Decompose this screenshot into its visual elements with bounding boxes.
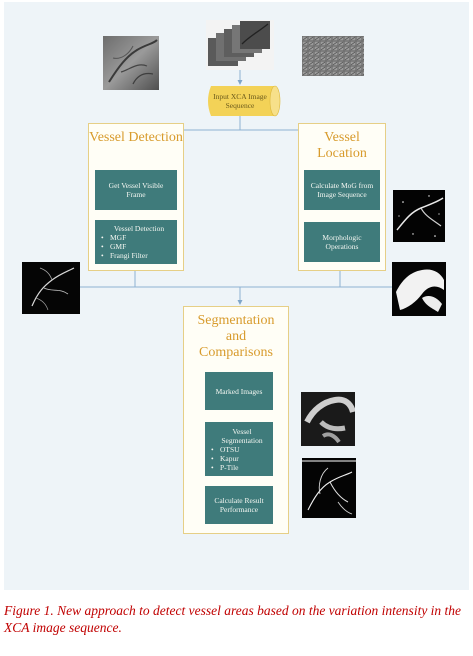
detection-method-item: MGF	[101, 233, 148, 242]
figure-label: Figure 1.	[4, 603, 54, 618]
marked-images-label: Marked Images	[215, 386, 263, 396]
input-label: Input XCA Image Sequence	[213, 92, 267, 110]
calculate-mog-label: Calculate MoG from Image Sequence	[310, 181, 374, 199]
marked-images-box: Marked Images	[205, 372, 273, 410]
vessel-location-title: Vessel Location	[317, 130, 367, 161]
detection-method-item: GMF	[101, 242, 148, 251]
vessel-detection-title: Vessel Detection	[89, 130, 183, 145]
detection-method-item: Frangi Filter	[101, 251, 148, 260]
marked-vessel-image	[301, 392, 355, 446]
figure-caption: Figure 1. New approach to detect vessel …	[4, 602, 469, 636]
morphologic-operations-label: Morphologic Operations	[322, 233, 362, 251]
segmentation-method-item: P-Tile	[211, 463, 240, 472]
xca-frame-image	[103, 36, 159, 90]
vessel-segmentation-box: Vessel Segmentation OTSU Kapur P-Tile	[205, 422, 273, 476]
frame-mosaic-image	[302, 36, 364, 76]
vessel-detection-methods-head: Vessel Detection	[113, 224, 165, 233]
get-visible-frame-label: Get Vessel Visible Frame	[108, 181, 164, 199]
input-cylinder-shape	[208, 85, 281, 117]
get-visible-frame-box: Get Vessel Visible Frame	[95, 170, 177, 210]
mog-image	[393, 190, 445, 242]
figure-caption-text: New approach to detect vessel areas base…	[4, 603, 462, 635]
image-sequence-stack	[206, 20, 274, 70]
segmentation-title: Segmentation and Comparisons	[197, 313, 275, 360]
calculate-performance-box: Calculate Result Performance	[205, 486, 273, 524]
detected-vessel-image	[22, 262, 80, 314]
calculate-mog-box: Calculate MoG from Image Sequence	[304, 170, 380, 210]
detection-method-list: MGF GMF Frangi Filter	[101, 233, 148, 260]
segmentation-method-item: OTSU	[211, 445, 239, 454]
calculate-performance-label: Calculate Result Performance	[214, 496, 264, 514]
segmented-vessel-image	[302, 458, 356, 518]
segmentation-method-list: OTSU Kapur P-Tile	[211, 445, 240, 472]
morphologic-operations-box: Morphologic Operations	[304, 222, 380, 262]
morphology-mask-image	[392, 262, 446, 316]
vessel-segmentation-head: Vessel Segmentation	[221, 426, 263, 445]
segmentation-method-item: Kapur	[211, 454, 240, 463]
vessel-detection-methods-box: Vessel Detection MGF GMF Frangi Filter	[95, 220, 177, 264]
